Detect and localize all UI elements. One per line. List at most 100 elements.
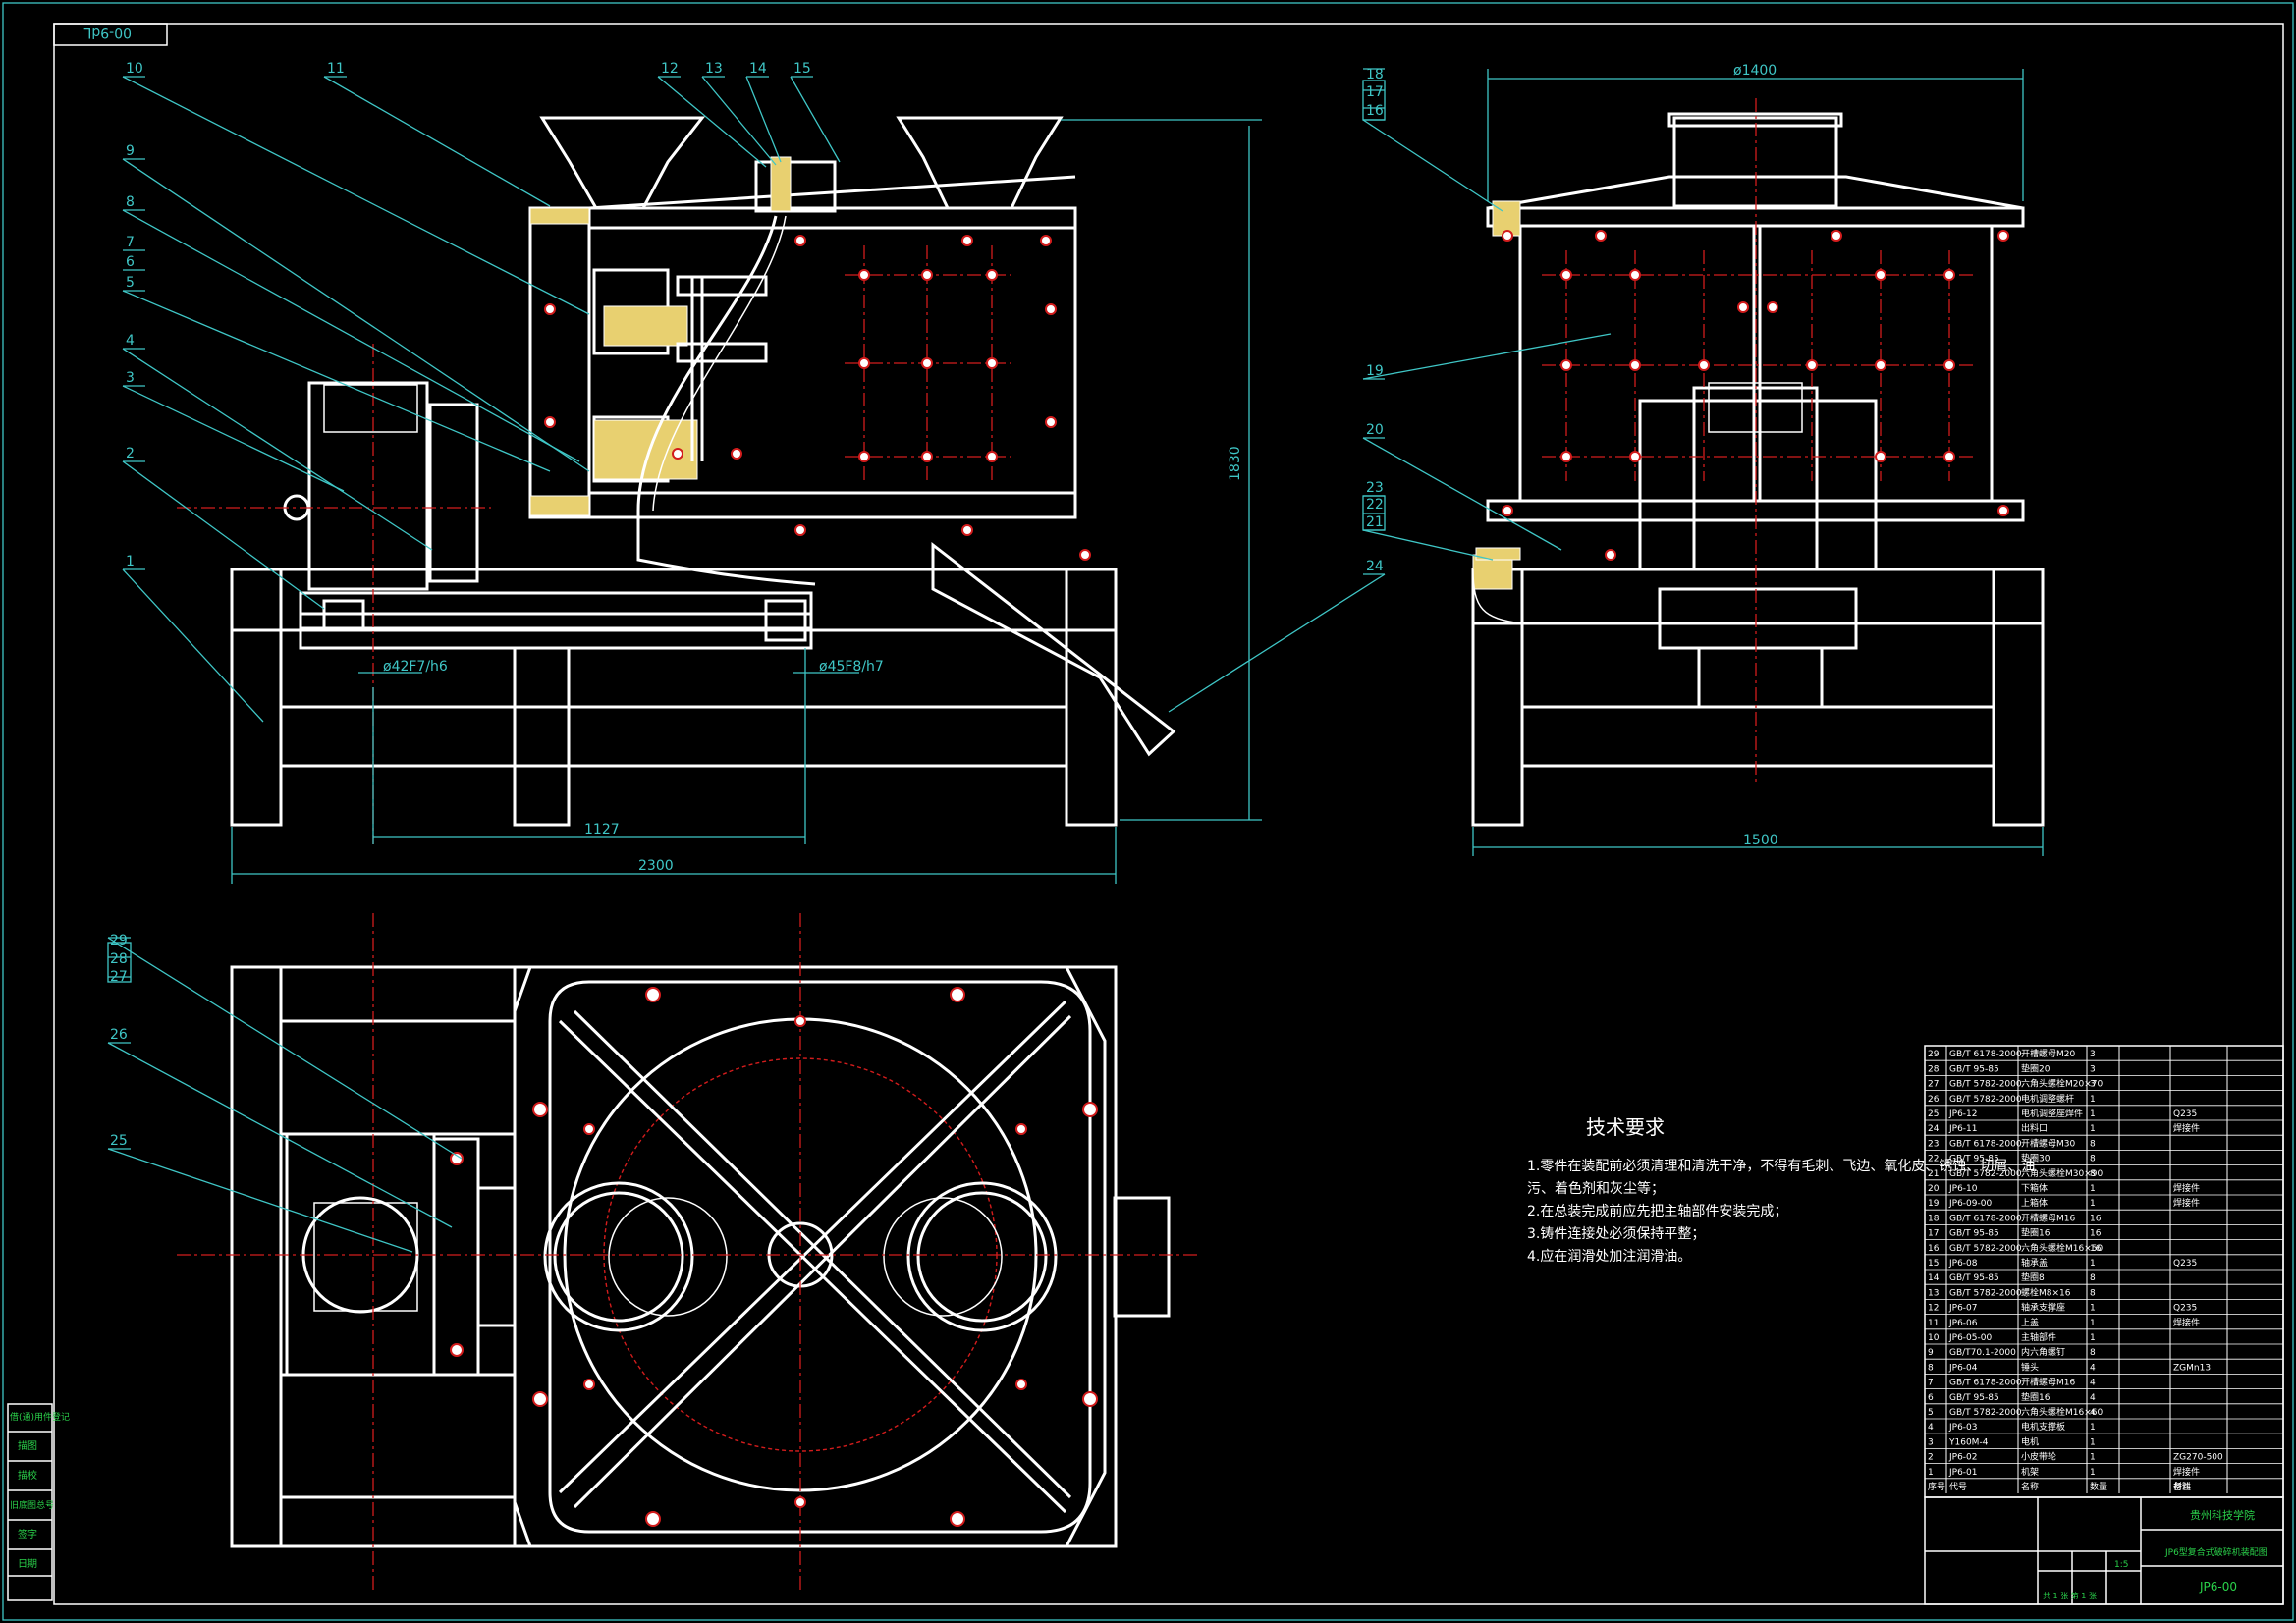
parts-cell: 焊接件	[2173, 1466, 2200, 1478]
parts-cell: GB/T 5782-2000	[1949, 1080, 2022, 1090]
parts-cell: 28	[1928, 1064, 1940, 1074]
parts-cell: GB/T 6178-2000	[1949, 1214, 2022, 1223]
parts-cell: GB/T 5782-2000	[1949, 1095, 2022, 1105]
balloon-13: 13	[705, 61, 723, 77]
parts-cell: 4	[1928, 1423, 1934, 1433]
parts-cell: JP6-07	[1948, 1304, 1978, 1314]
sheet-info: 共 1 张 第 1 张	[2043, 1591, 2097, 1600]
parts-cell: GB/T 5782-2000	[1949, 1408, 2022, 1418]
parts-cell: 15	[1928, 1259, 1939, 1269]
parts-cell: 4	[2090, 1363, 2096, 1373]
parts-cell: JP6-08	[1948, 1259, 1978, 1269]
parts-cell: 电机支撑板	[2021, 1421, 2065, 1433]
parts-cell: 1	[2090, 1319, 2096, 1328]
side-bolts	[1502, 230, 2009, 561]
parts-cell: ZGMn13	[2173, 1363, 2211, 1373]
parts-cell: 3	[2090, 1080, 2096, 1090]
drawing-number: JP6-00	[2199, 1580, 2237, 1594]
parts-cell: GB/T 5782-2000	[1949, 1288, 2022, 1298]
parts-cell: Q235	[2173, 1109, 2197, 1119]
balloon-21: 21	[1366, 514, 1384, 530]
drawing-code-text: 00-9dL	[83, 25, 132, 40]
parts-cell: 1	[2090, 1124, 2096, 1134]
stamp-5: 日期	[18, 1558, 37, 1570]
parts-cell: 1	[2090, 1423, 2096, 1433]
balloon-5: 5	[126, 275, 135, 291]
parts-cell: 1	[2090, 1259, 2096, 1269]
parts-cell: Q235	[2173, 1304, 2197, 1314]
stamp-3: 旧底图总号	[10, 1499, 54, 1511]
parts-cell: 垫圈30	[2021, 1153, 2050, 1164]
parts-cell: 16	[2090, 1214, 2102, 1223]
parts-cell: 小皮带轮	[2021, 1451, 2056, 1463]
parts-cell: 六角头螺栓M20×70	[2021, 1078, 2103, 1090]
parts-cell: 六角头螺栓M16×60	[2021, 1406, 2103, 1418]
tech-item-2: 2.在总装完成前应先把主轴部件安装完成；	[1527, 1203, 1787, 1219]
stamp-1: 描图	[18, 1439, 37, 1452]
parts-cell: GB/T 95-85	[1949, 1229, 1999, 1239]
parts-cell: 1	[2090, 1333, 2096, 1343]
dim-1500: 1500	[1743, 833, 1778, 848]
parts-cell: 1	[2090, 1468, 2096, 1478]
parts-cell: 11	[1928, 1319, 1939, 1328]
parts-cell: 上箱体	[2021, 1197, 2048, 1209]
parts-cell: 22	[1928, 1155, 1939, 1164]
parts-cell: 电机调整座焊件	[2021, 1108, 2083, 1119]
parts-cell: 10	[1928, 1333, 1940, 1343]
balloon-22: 22	[1366, 497, 1384, 513]
stamp-0: 借(通)用件登记	[10, 1411, 70, 1423]
balloon-11: 11	[327, 61, 345, 77]
parts-cell: Y160M-4	[1948, 1437, 1989, 1447]
parts-cell: 轴承支撑座	[2021, 1302, 2065, 1314]
parts-cell: 1	[2090, 1184, 2096, 1194]
parts-cell: 开槽螺母M16	[2021, 1212, 2075, 1223]
parts-cell: 1	[1928, 1468, 1934, 1478]
parts-cell: GB/T 95-85	[1949, 1393, 1999, 1403]
parts-cell: 12	[1928, 1304, 1939, 1314]
parts-cell: 下箱体	[2021, 1182, 2048, 1194]
parts-cell: 16	[1928, 1244, 1940, 1254]
dim-1400: ø1400	[1733, 63, 1777, 79]
parts-cell: 1	[2090, 1453, 2096, 1463]
parts-header-cell: 名称	[2021, 1481, 2039, 1492]
parts-cell: 8	[1928, 1363, 1934, 1373]
parts-header-cell: 序号	[1928, 1481, 1945, 1492]
parts-cell: 螺栓M8×16	[2021, 1286, 2071, 1298]
tech-requirements: 技术要求 1.零件在装配前必须清理和清洗干净，不得有毛刺、飞边、氧化皮、锈蚀、切…	[1527, 1115, 2035, 1265]
title-block: 贵州科技学院 JP6型复合式破碎机装配图 JP6-00 1:5 共 1 张 第 …	[1924, 1496, 2284, 1605]
balloon-25: 25	[110, 1133, 128, 1149]
parts-cell: 出料口	[2021, 1122, 2048, 1134]
balloon-20: 20	[1366, 422, 1384, 438]
balloon-2: 2	[126, 446, 135, 461]
stamp-2: 描校	[18, 1469, 37, 1482]
tech-item-1b: 污、着色剂和灰尘等；	[1527, 1180, 1665, 1197]
parts-cell: 1	[2090, 1199, 2096, 1209]
balloon-26: 26	[110, 1027, 128, 1043]
balloon-15: 15	[793, 61, 811, 77]
balloon-3: 3	[126, 370, 135, 386]
inner-border	[53, 23, 2284, 1605]
parts-cell: 焊接件	[2173, 1317, 2200, 1328]
parts-cell: 开槽螺母M20	[2021, 1048, 2075, 1059]
parts-cell: 机架	[2021, 1466, 2039, 1478]
parts-cell: JP6-12	[1948, 1109, 1978, 1119]
parts-cell: 3	[1928, 1437, 1934, 1447]
parts-cell: JP6-01	[1948, 1468, 1978, 1478]
parts-cell: 8	[2090, 1348, 2096, 1358]
parts-cell: GB/T 95-85	[1949, 1273, 1999, 1283]
drawing-title: JP6型复合式破碎机装配图	[2164, 1546, 2268, 1558]
stamp-4: 签字	[18, 1528, 37, 1541]
scale-value: 1:5	[2114, 1560, 2128, 1570]
parts-cell: 焊接件	[2173, 1122, 2200, 1134]
parts-cell: 垫圈16	[2021, 1391, 2050, 1403]
parts-cell: 20	[1928, 1184, 1940, 1194]
dim-fit-right: ø45F8/h7	[819, 659, 884, 675]
parts-cell: 13	[1928, 1288, 1939, 1298]
parts-cell: GB/T 5782-2000	[1949, 1169, 2022, 1179]
balloon-14: 14	[749, 61, 767, 77]
parts-cell: 9	[1928, 1348, 1934, 1358]
